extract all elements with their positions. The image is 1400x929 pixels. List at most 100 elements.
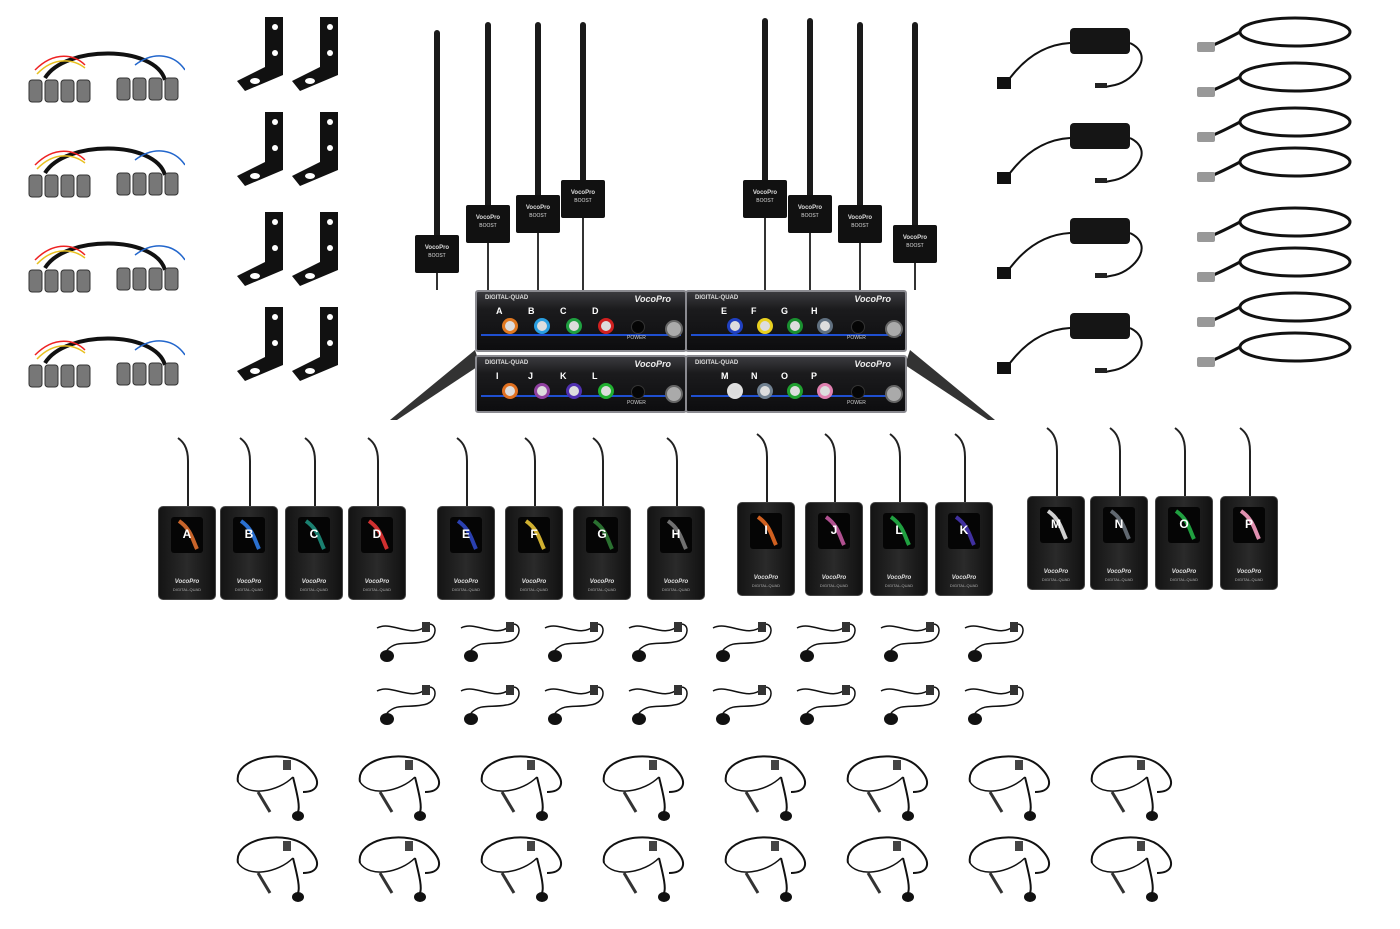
- rack-ear-bracket: [290, 305, 342, 383]
- bodypack-channel-letter: J: [830, 523, 838, 537]
- rack-ear-bracket: [290, 210, 342, 288]
- svg-text:VocoPro: VocoPro: [848, 215, 873, 221]
- bodypack-model-label: DIGITAL-QUAD: [1041, 577, 1071, 582]
- antenna: [433, 30, 441, 240]
- bodypack-antenna: [815, 432, 845, 504]
- bodypack-antenna: [1230, 426, 1260, 498]
- bnc-cable: [1195, 55, 1355, 105]
- receiver-swoosh: [481, 395, 681, 397]
- bodypack-channel-letter: F: [530, 527, 538, 541]
- bodypack-display-window: [171, 517, 203, 553]
- bnc-connector: [885, 320, 903, 338]
- receiver-brand-logo: VocoPro: [634, 359, 671, 369]
- headset-microphone: [594, 752, 694, 827]
- bnc-cable: [1195, 325, 1355, 375]
- svg-text:BOOST: BOOST: [851, 223, 869, 229]
- bodypack-channel-letter: H: [671, 527, 681, 541]
- channel-volume-knob: [817, 383, 833, 399]
- svg-text:VocoPro: VocoPro: [753, 190, 778, 196]
- power-button[interactable]: [631, 385, 645, 399]
- antenna-cable: [912, 263, 918, 290]
- receiver-swoosh: [691, 334, 901, 336]
- bodypack-model-label: DIGITAL-QUAD: [172, 587, 202, 592]
- bodypack-display-window: [298, 517, 330, 553]
- bodypack-brand-logo: VocoPro: [1106, 569, 1132, 575]
- power-button[interactable]: [851, 320, 865, 334]
- power-button[interactable]: [631, 320, 645, 334]
- bodypack-antenna: [1165, 426, 1195, 498]
- bodypack-antenna: [880, 432, 910, 504]
- lavalier-microphone: [960, 683, 1030, 733]
- lavalier-microphone: [456, 683, 526, 733]
- bnc-cable: [1195, 200, 1355, 250]
- channel-letter: P: [811, 371, 818, 381]
- bodypack-display-window: [883, 513, 915, 549]
- lavalier-microphone: [624, 683, 694, 733]
- bodypack-channel-letter: N: [1114, 517, 1124, 531]
- svg-text:VocoPro: VocoPro: [798, 205, 823, 211]
- svg-text:VocoPro: VocoPro: [425, 245, 450, 251]
- receiver-model-label: DIGITAL-QUAD: [695, 295, 739, 301]
- receiver-model-label: DIGITAL-QUAD: [485, 360, 529, 366]
- channel-letter: B: [528, 306, 535, 316]
- bodypack-model-label: DIGITAL-QUAD: [884, 583, 914, 588]
- bodypack-channel-letter: I: [764, 523, 768, 537]
- lavalier-microphone: [708, 683, 778, 733]
- channel-volume-knob: [787, 383, 803, 399]
- svg-text:BOOST: BOOST: [756, 198, 774, 204]
- bodypack-channel-letter: C: [309, 527, 319, 541]
- bodypack-model-label: DIGITAL-QUAD: [362, 587, 392, 592]
- headset-microphone: [1082, 833, 1182, 908]
- bodypack-model-label: DIGITAL-QUAD: [451, 587, 481, 592]
- power-adapter: [995, 25, 1165, 105]
- snake-cable: [25, 325, 186, 390]
- lavalier-microphone: [624, 620, 694, 670]
- bnc-connector: [665, 385, 683, 403]
- power-label: POWER: [847, 400, 866, 406]
- channel-volume-knob: [727, 318, 743, 334]
- bodypack-channel-letter: E: [461, 527, 470, 541]
- bodypack-display-window: [818, 513, 850, 549]
- bodypack-model-label: DIGITAL-QUAD: [751, 583, 781, 588]
- headset-microphone: [960, 833, 1060, 908]
- stand-legs: [385, 345, 1000, 425]
- headset-microphone: [472, 752, 572, 827]
- antenna: [911, 22, 919, 230]
- channel-volume-knob: [502, 383, 518, 399]
- svg-text:BOOST: BOOST: [906, 243, 924, 249]
- lavalier-microphone: [708, 620, 778, 670]
- bodypack-antenna: [230, 436, 260, 508]
- channel-volume-knob: [598, 383, 614, 399]
- rack-ear-bracket: [235, 305, 287, 383]
- bodypack-channel-letter: B: [244, 527, 254, 541]
- bodypack-brand-logo: VocoPro: [1171, 569, 1197, 575]
- bodypack-channel-letter: M: [1051, 517, 1061, 531]
- channel-volume-knob: [534, 318, 550, 334]
- bodypack-brand-logo: VocoPro: [1236, 569, 1262, 575]
- lavalier-microphone: [372, 683, 442, 733]
- power-button[interactable]: [851, 385, 865, 399]
- lavalier-microphone: [540, 683, 610, 733]
- bnc-connector: [665, 320, 683, 338]
- channel-volume-knob: [757, 318, 773, 334]
- receiver-brand-logo: VocoPro: [854, 294, 891, 304]
- channel-volume-knob: [534, 383, 550, 399]
- bodypack-antenna: [515, 436, 545, 508]
- svg-text:BOOST: BOOST: [428, 253, 446, 259]
- lavalier-microphone: [372, 620, 442, 670]
- receiver-brand-logo: VocoPro: [634, 294, 671, 304]
- lavalier-microphone: [456, 620, 526, 670]
- headset-microphone: [350, 752, 450, 827]
